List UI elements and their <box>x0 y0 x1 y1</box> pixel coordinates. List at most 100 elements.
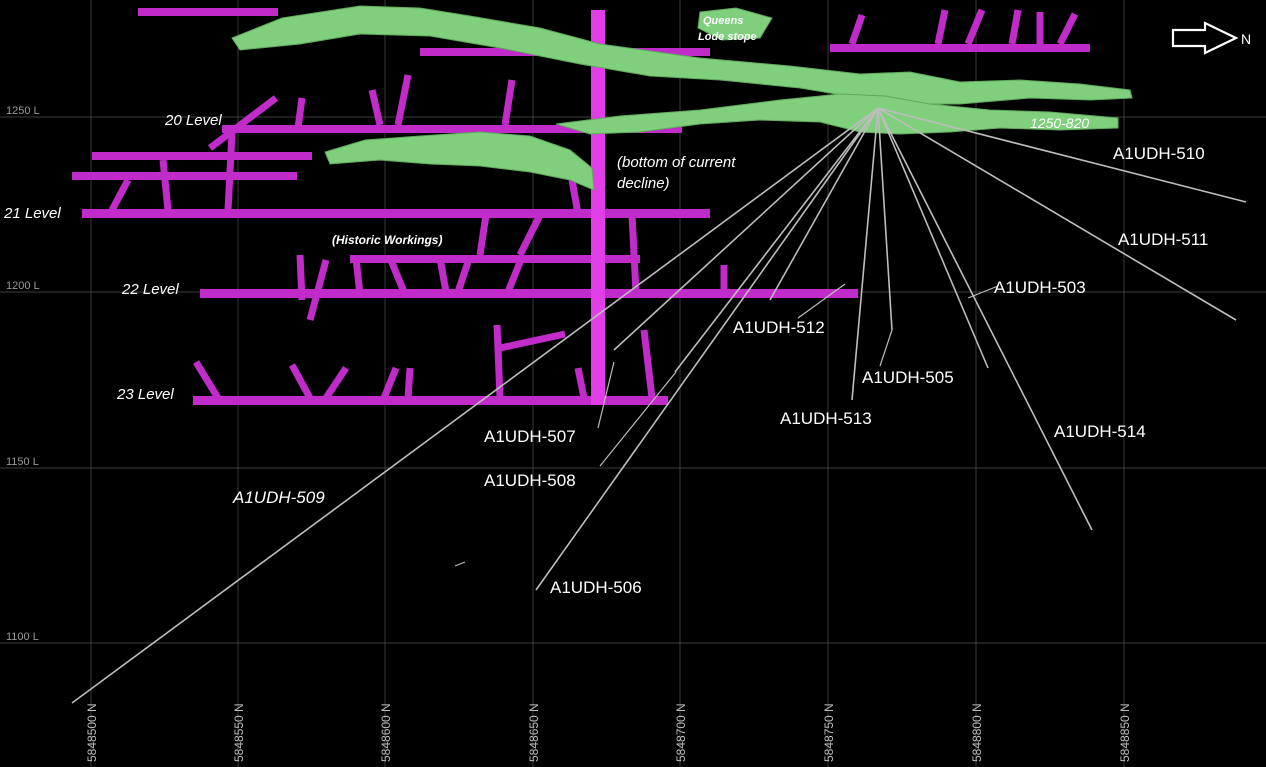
drillhole-label: A1UDH-509 <box>232 488 325 507</box>
level-labels: 20 Level 21 Level 22 Level 23 Level <box>3 112 222 403</box>
queens-lode-stope-1250-820 <box>555 93 1119 135</box>
northing-label: 5848700 N <box>674 703 688 762</box>
drillhole-a1udh-505-trace <box>877 107 893 331</box>
annotations: Queens Lode stope (bottom of current dec… <box>332 15 1089 247</box>
northing-label: 5848550 N <box>232 703 246 762</box>
arrow-right-icon <box>1171 21 1239 55</box>
northing-label: 5848500 N <box>85 703 99 762</box>
drillhole-label: A1UDH-506 <box>550 578 642 597</box>
working-raise <box>352 257 364 296</box>
queens-lode-label-line1: Queens <box>703 15 743 27</box>
drillhole-a1udh-513-trace <box>851 107 879 401</box>
drillhole-a1udh-514-trace <box>877 107 1093 531</box>
working-top-drive <box>138 8 278 16</box>
working-raise <box>574 367 588 399</box>
level-label-23: 23 Level <box>116 386 174 403</box>
drillhole-label: A1UDH-507 <box>484 427 576 446</box>
working-raise <box>640 329 656 399</box>
drillhole-a1udh-510-trace <box>877 107 1247 203</box>
queens-lode-stope-upper <box>231 5 1133 105</box>
queens-lode-label-line2: Lode stope <box>698 31 757 43</box>
rl-label: 1200 L <box>6 280 40 292</box>
north-label: N <box>1241 31 1251 47</box>
working-raise <box>368 89 384 126</box>
drillholes <box>71 107 1247 704</box>
working-raise <box>108 178 132 212</box>
level-label-21: 21 Level <box>3 205 61 222</box>
drillhole-label: A1UDH-508 <box>484 471 576 490</box>
rl-label: 1150 L <box>6 456 39 468</box>
drillhole-label: A1UDH-503 <box>994 278 1086 297</box>
leader-a1udh-512 <box>797 283 846 319</box>
working-raise <box>207 95 279 151</box>
stopes <box>231 5 1133 191</box>
stope-id-label: 1250-820 <box>1030 115 1089 131</box>
underground-workings <box>72 8 1090 405</box>
working-raise <box>1008 9 1022 45</box>
decline-label-line2: decline) <box>617 175 670 192</box>
working-23-level <box>193 396 668 405</box>
working-raise <box>288 363 314 400</box>
drillhole-leaders <box>454 283 999 567</box>
drillhole-labels: A1UDH-510 A1UDH-511 A1UDH-503 A1UDH-512 … <box>232 144 1208 597</box>
northing-label: 5848650 N <box>527 703 541 762</box>
working-raise <box>386 256 408 294</box>
leader-a1udh-503 <box>967 285 999 299</box>
working-raise <box>1056 12 1079 46</box>
level-label-20: 20 Level <box>164 112 222 129</box>
rl-label: 1100 L <box>6 631 39 643</box>
drillhole-label: A1UDH-513 <box>780 409 872 428</box>
drillhole-a1udh-511-trace <box>877 107 1237 321</box>
leader-a1udh-508 <box>599 371 677 467</box>
working-22-level-upper <box>350 255 640 263</box>
working-20-level-sub <box>92 152 312 160</box>
working-raise <box>848 13 866 46</box>
working-upper-drive-north <box>830 44 1090 52</box>
northing-label: 5848750 N <box>822 703 836 762</box>
working-raise <box>404 367 414 399</box>
northing-label: 5848850 N <box>1118 703 1132 762</box>
drillhole-a1udh-507-trace <box>613 107 879 351</box>
stope-lower-lens <box>324 131 595 191</box>
rl-label: 1250 L <box>6 105 40 117</box>
working-raise <box>501 79 516 126</box>
working-raise <box>323 366 349 400</box>
working-raise <box>296 254 306 301</box>
working-raise <box>294 97 306 129</box>
drillhole-label: A1UDH-505 <box>862 368 954 387</box>
working-raise <box>193 360 221 400</box>
working-main-shaft <box>591 10 605 405</box>
working-20-level <box>222 125 682 133</box>
working-raise <box>568 179 582 215</box>
working-raise <box>436 257 450 293</box>
drillhole-label: A1UDH-514 <box>1054 422 1146 441</box>
leader-a1udh-505 <box>879 329 893 367</box>
drillhole-a1udh-503-trace <box>877 107 989 369</box>
working-raise <box>493 324 504 399</box>
working-raise <box>628 214 640 293</box>
rl-labels: 1250 L 1200 L 1150 L 1100 L <box>6 105 40 643</box>
stope-queens-top <box>697 7 773 41</box>
working-raise <box>224 132 236 211</box>
working-raise <box>306 259 330 321</box>
working-raise <box>476 214 490 256</box>
drillhole-a1udh-512-trace <box>769 107 879 301</box>
working-raise <box>516 213 544 257</box>
drillhole-label: A1UDH-511 <box>1118 230 1208 249</box>
historic-workings-label: (Historic Workings) <box>332 233 442 247</box>
working-raise <box>380 366 400 400</box>
working-raise <box>454 260 472 294</box>
working-raise <box>934 9 949 45</box>
north-arrow: N <box>1171 21 1251 55</box>
working-raise <box>504 260 524 294</box>
leader-stub <box>454 561 466 567</box>
drillhole-label: A1UDH-512 <box>733 318 825 337</box>
level-label-22: 22 Level <box>121 281 179 298</box>
decline-label-line1: (bottom of current <box>617 154 736 171</box>
drillhole-a1udh-506-trace <box>535 107 879 591</box>
working-22-level <box>200 289 858 298</box>
drillhole-a1udh-508-trace <box>674 107 879 373</box>
leader-a1udh-507 <box>597 361 615 429</box>
working-raise <box>159 159 172 211</box>
